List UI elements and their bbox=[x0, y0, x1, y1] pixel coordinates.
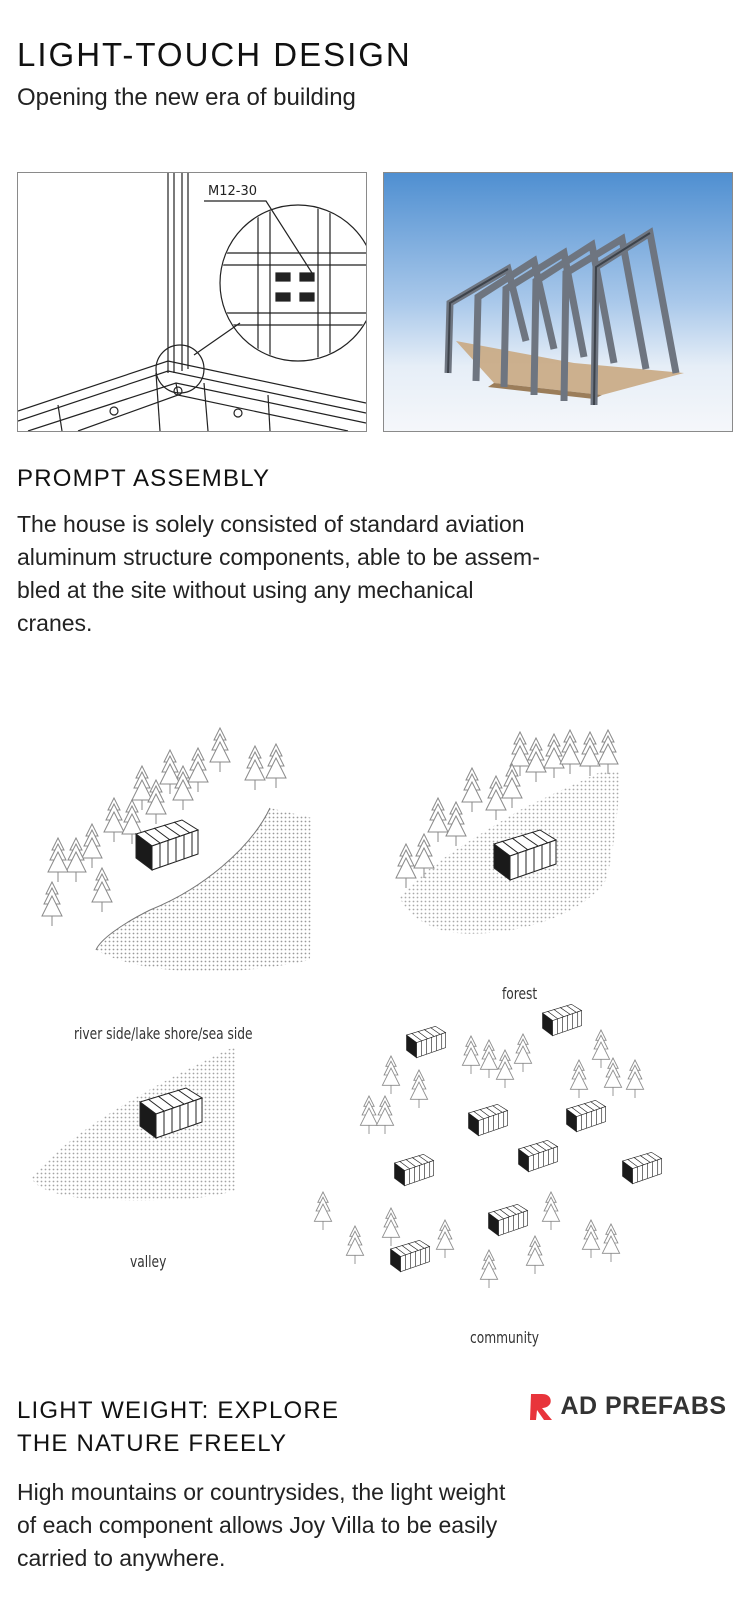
caption-valley: valley bbox=[130, 1252, 167, 1271]
brand-logo: AD PREFABS bbox=[528, 1390, 727, 1424]
text-line: High mountains or countrysides, the ligh… bbox=[17, 1479, 506, 1505]
light-weight-text: High mountains or countrysides, the ligh… bbox=[17, 1476, 505, 1575]
heading-line: LIGHT WEIGHT: EXPLORE bbox=[17, 1397, 340, 1424]
text-line: of each component allows Joy Villa to be… bbox=[17, 1512, 498, 1538]
bolt-spec-label: M12-30 bbox=[208, 184, 257, 199]
prompt-assembly-heading: PROMPT ASSEMBLY bbox=[17, 465, 271, 492]
text-line: aluminum structure components, able to b… bbox=[17, 544, 540, 570]
aluminum-frame-render bbox=[383, 172, 733, 432]
prompt-assembly-text: The house is solely consisted of standar… bbox=[17, 508, 540, 640]
caption-river-side: river side/lake shore/sea side bbox=[74, 1024, 253, 1043]
page-title: LIGHT-TOUCH DESIGN bbox=[17, 36, 412, 73]
text-line: carried to anywhere. bbox=[17, 1545, 226, 1571]
site-scenarios-illustration bbox=[0, 720, 750, 1350]
logo-r-mark-icon bbox=[530, 1394, 552, 1420]
text-line: The house is solely consisted of standar… bbox=[17, 511, 525, 537]
light-weight-heading: LIGHT WEIGHT: EXPLORE THE NATURE FREELY bbox=[17, 1394, 339, 1460]
page-subtitle: Opening the new era of building bbox=[17, 84, 356, 111]
caption-community: community bbox=[470, 1328, 539, 1347]
text-line: cranes. bbox=[17, 610, 93, 636]
logo-wordmark: AD PREFABS bbox=[560, 1391, 727, 1420]
caption-forest: forest bbox=[502, 984, 538, 1003]
connection-detail-drawing: M12-30 bbox=[17, 172, 367, 432]
text-line: bled at the site without using any mecha… bbox=[17, 577, 474, 603]
heading-line: THE NATURE FREELY bbox=[17, 1430, 288, 1457]
